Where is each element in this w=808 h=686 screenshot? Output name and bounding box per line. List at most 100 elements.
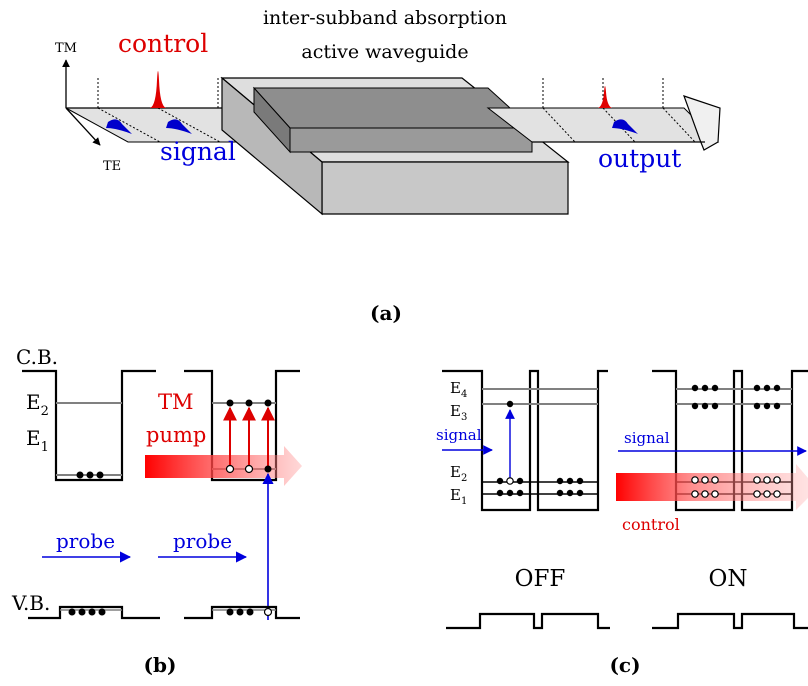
vb-hole bbox=[263, 607, 273, 617]
excited-electron bbox=[701, 384, 709, 392]
electron bbox=[556, 477, 564, 485]
hole bbox=[701, 476, 709, 484]
hole bbox=[691, 476, 699, 484]
control-label-c: control bbox=[622, 515, 680, 534]
vb-electron bbox=[78, 608, 86, 616]
electron bbox=[496, 477, 504, 485]
hole bbox=[773, 476, 781, 484]
double-well-on bbox=[652, 369, 808, 512]
caption-b: (b) bbox=[144, 653, 177, 677]
e4-label: E4 bbox=[450, 379, 467, 400]
signal-label: signal bbox=[160, 137, 236, 166]
hole bbox=[711, 490, 719, 498]
valence-band-on bbox=[652, 612, 808, 630]
vb-electron bbox=[88, 608, 96, 616]
signal-label-on: signal bbox=[624, 429, 670, 447]
excited-electron bbox=[506, 400, 514, 408]
probe-label-right: probe bbox=[173, 529, 232, 553]
te-axis bbox=[65, 107, 101, 146]
waveguide-ridge-front bbox=[289, 127, 533, 153]
hole bbox=[763, 476, 771, 484]
hole bbox=[244, 464, 254, 474]
panel-a: inter-subband absorption active waveguid… bbox=[55, 7, 721, 325]
probe-label-left: probe bbox=[56, 529, 115, 553]
excited-electron bbox=[753, 384, 761, 392]
double-well-off bbox=[442, 369, 608, 512]
electron bbox=[86, 471, 94, 479]
vb-electron bbox=[226, 608, 234, 616]
electron bbox=[566, 477, 574, 485]
waveguide-title-line2: active waveguide bbox=[301, 41, 468, 63]
excited-electron bbox=[691, 384, 699, 392]
excited-electron bbox=[701, 402, 709, 410]
excited-electron bbox=[763, 402, 771, 410]
e1-label: E1 bbox=[450, 486, 467, 507]
hole bbox=[506, 477, 514, 485]
caption-c: (c) bbox=[609, 653, 640, 677]
electron bbox=[76, 471, 84, 479]
e1-label: E1 bbox=[26, 426, 49, 455]
off-label: OFF bbox=[515, 566, 566, 592]
waveguide-title-line1: inter-subband absorption bbox=[263, 7, 507, 29]
signal-pulse bbox=[166, 119, 192, 134]
electron bbox=[264, 465, 272, 473]
vb-electron bbox=[68, 608, 76, 616]
excited-electron bbox=[691, 402, 699, 410]
electron bbox=[576, 489, 584, 497]
hole bbox=[753, 476, 761, 484]
excited-electron bbox=[264, 399, 272, 407]
quantum-well-right bbox=[184, 369, 300, 482]
control-label: control bbox=[118, 29, 208, 58]
valence-band-right bbox=[184, 605, 300, 620]
output-label: output bbox=[598, 144, 681, 173]
output-signal-pulse bbox=[612, 119, 638, 134]
signal-pulse bbox=[106, 119, 132, 134]
hole bbox=[753, 490, 761, 498]
excited-electron bbox=[763, 384, 771, 392]
electron bbox=[506, 489, 514, 497]
hole bbox=[711, 476, 719, 484]
output-arrow-head bbox=[683, 95, 721, 151]
te-axis-label: TE bbox=[103, 159, 121, 174]
excited-electron bbox=[773, 402, 781, 410]
control-pulse bbox=[150, 71, 166, 108]
conduction-band-label: C.B. bbox=[16, 345, 58, 369]
waveguide-slab-front bbox=[321, 161, 569, 215]
tm-axis-label: TM bbox=[55, 41, 77, 56]
electron bbox=[516, 477, 524, 485]
excited-electron bbox=[226, 399, 234, 407]
tm-pump-label-line2: pump bbox=[146, 423, 206, 447]
hole bbox=[701, 490, 709, 498]
excited-electron bbox=[773, 384, 781, 392]
hole bbox=[773, 490, 781, 498]
vb-electron bbox=[98, 608, 106, 616]
valence-band-left bbox=[28, 605, 160, 620]
quantum-well-left bbox=[22, 369, 156, 482]
hole bbox=[225, 464, 235, 474]
vb-electron bbox=[246, 608, 254, 616]
e2-label: E2 bbox=[450, 463, 467, 484]
control-beam bbox=[616, 464, 808, 510]
valence-band-label: V.B. bbox=[11, 591, 50, 615]
electron bbox=[566, 489, 574, 497]
excited-electron bbox=[753, 402, 761, 410]
electron bbox=[496, 489, 504, 497]
electron bbox=[556, 489, 564, 497]
signal-label-off: signal bbox=[436, 426, 482, 444]
caption-a: (a) bbox=[370, 301, 402, 325]
vb-electron bbox=[236, 608, 244, 616]
tm-pump-label-line1: TM bbox=[158, 390, 194, 414]
excited-electron bbox=[711, 384, 719, 392]
electron bbox=[96, 471, 104, 479]
e2-label: E2 bbox=[26, 390, 49, 419]
output-control-pulse bbox=[598, 86, 612, 108]
valence-band-off bbox=[446, 612, 610, 630]
on-label: ON bbox=[709, 566, 748, 592]
waveguide-ridge-side bbox=[253, 86, 291, 154]
electron bbox=[576, 477, 584, 485]
hole bbox=[691, 490, 699, 498]
electron bbox=[516, 489, 524, 497]
panel-c: E4 E3 E2 E1 signal OFF bbox=[436, 369, 808, 677]
e3-label: E3 bbox=[450, 402, 467, 423]
